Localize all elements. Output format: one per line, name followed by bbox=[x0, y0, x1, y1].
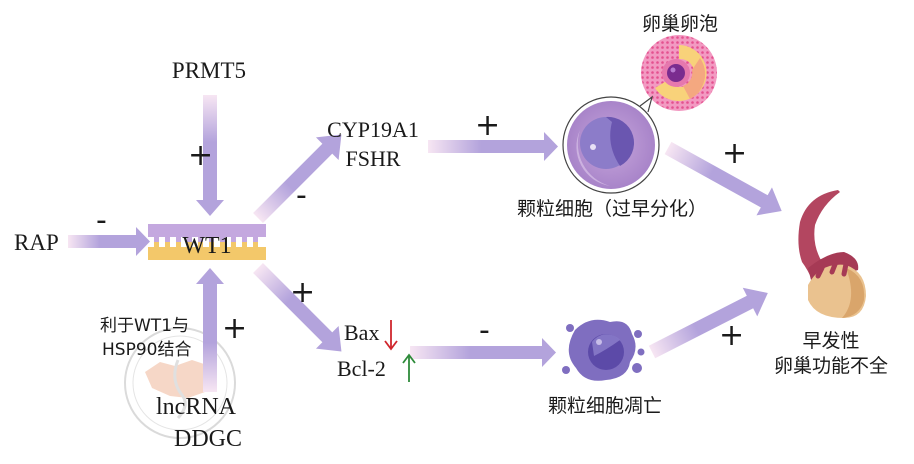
ovarian-follicle-icon bbox=[641, 35, 717, 111]
arrow-lncrna-to-wt1 bbox=[196, 268, 224, 392]
sign-wt1-bax: + bbox=[290, 275, 315, 310]
sign-prmt5: + bbox=[188, 138, 213, 173]
wt1-rung-bottom bbox=[209, 242, 214, 247]
wt1-top-strand bbox=[148, 224, 266, 237]
wt1-rung-bottom bbox=[176, 242, 181, 247]
wt1-rung-bottom bbox=[231, 242, 236, 247]
wt1-rung-bottom bbox=[220, 242, 225, 247]
wt1-node: WT1 bbox=[148, 224, 266, 260]
arrow-bax-to-apoptosis bbox=[410, 338, 556, 367]
wt1-rung-bottom bbox=[253, 242, 258, 247]
arrow-prmt5-to-wt1 bbox=[196, 95, 224, 216]
wt1-rung-top bbox=[176, 237, 181, 242]
note-line2: HSP90结合 bbox=[102, 340, 191, 360]
sign-rap: - bbox=[96, 203, 107, 238]
wt1-rung-top bbox=[253, 237, 258, 242]
bcl2-label: Bcl-2 bbox=[337, 356, 386, 381]
arrow-granulosa-to-poi bbox=[664, 141, 782, 216]
wt1-bottom-strand bbox=[148, 247, 266, 260]
sign-cyp-granulosa: + bbox=[475, 108, 500, 143]
sign-wt1-cyp: - bbox=[296, 178, 307, 213]
fshr-label: FSHR bbox=[345, 146, 400, 171]
poi-label-line1: 早发性 bbox=[802, 330, 859, 352]
sign-granulosa-poi: + bbox=[722, 136, 747, 171]
wt1-rung-top bbox=[242, 237, 247, 242]
granulosa-apoptosis-label: 颗粒细胞凋亡 bbox=[548, 395, 662, 417]
wt1-rung-bottom bbox=[165, 242, 170, 247]
sign-lncrna: + bbox=[222, 311, 247, 346]
ddgc-label: DDGC bbox=[174, 426, 242, 452]
wt1-rung-bottom bbox=[242, 242, 247, 247]
arrow-rap-to-wt1 bbox=[68, 227, 150, 256]
follicle-label: 卵巢卵泡 bbox=[642, 13, 718, 35]
wt1-rung-bottom bbox=[187, 242, 192, 247]
wt1-rung-top bbox=[220, 237, 225, 242]
ovary-icon bbox=[798, 190, 866, 318]
poi-label-line2: 卵巢功能不全 bbox=[774, 355, 888, 377]
bcl2-up-arrow-icon bbox=[402, 353, 416, 382]
arrow-cyp-to-granulosa bbox=[428, 132, 558, 161]
wt1-rung-top bbox=[231, 237, 236, 242]
wt1-rung-bottom bbox=[154, 242, 159, 247]
granulosa-cell-icon bbox=[562, 95, 660, 194]
apoptotic-cell-icon bbox=[562, 319, 645, 381]
watermark-seal bbox=[124, 327, 236, 439]
arrow-apoptosis-to-poi bbox=[648, 287, 768, 359]
note-line1: 利于WT1与 bbox=[100, 316, 189, 336]
granulosa-diff-label: 颗粒细胞（过早分化） bbox=[517, 198, 707, 220]
arrow-wt1-to-bax bbox=[253, 263, 342, 352]
bax-down-arrow-icon bbox=[384, 320, 398, 351]
wt1-rung-top bbox=[198, 237, 203, 242]
wt1-rung-bottom bbox=[198, 242, 203, 247]
sign-bax-apoptosis: - bbox=[479, 313, 490, 348]
wt1-label: WT1 bbox=[182, 233, 231, 259]
wt1-rung-top bbox=[209, 237, 214, 242]
wt1-rung-top bbox=[154, 237, 159, 242]
arrow-wt1-to-cyp19a1 bbox=[253, 134, 342, 223]
wt1-rung-top bbox=[165, 237, 170, 242]
wt1-rung-top bbox=[187, 237, 192, 242]
bax-label: Bax bbox=[344, 320, 379, 345]
lncrna-label: lncRNA bbox=[156, 394, 237, 420]
cyp19a1-label: CYP19A1 bbox=[327, 117, 419, 142]
sign-apoptosis-poi: + bbox=[719, 318, 744, 353]
rap-label: RAP bbox=[14, 230, 59, 255]
prmt5-label: PRMT5 bbox=[172, 58, 246, 83]
